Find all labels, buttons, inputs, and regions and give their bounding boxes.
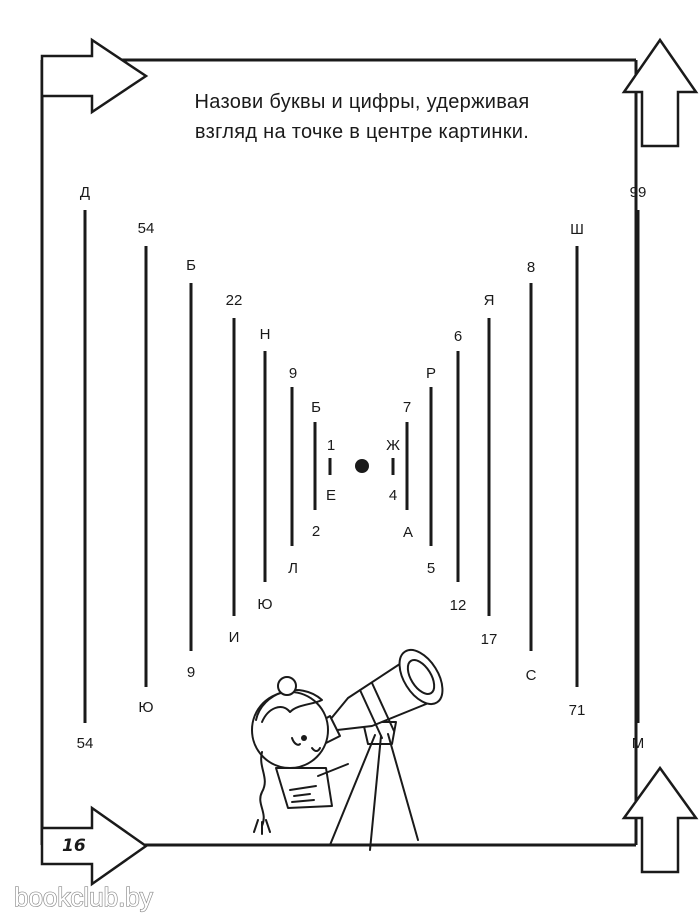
arrow-up-bottom-icon [621,765,699,874]
right-line-6-top: Р [426,365,436,382]
left-line-7-top: Б [311,399,321,416]
right-lines: Ж 4 7 А Р 5 6 12 Я 17 8 С Ш 71 99 М [386,184,646,752]
right-line-4-bottom: 17 [481,631,498,648]
right-line-3-bottom: С [526,667,537,684]
left-line-6-top: 9 [289,365,297,382]
fixation-dot [355,459,369,473]
left-line-5-top: Н [260,326,271,343]
left-lines: Д 54 54 Ю Б 9 22 И Н Ю 9 Л Б 2 1 Е [77,184,336,752]
right-line-4-top: Я [484,292,495,309]
right-line-5-top: 6 [454,328,462,345]
arrow-right-bottom-icon [40,805,149,887]
left-line-3-top: Б [186,257,196,274]
right-line-8-bottom: 4 [389,487,397,504]
right-line-5-bottom: 12 [450,597,467,614]
girl-with-telescope-illustration [251,649,444,851]
left-line-5-bottom: Ю [257,596,272,613]
arrow-up-top-icon [621,37,699,148]
page-number: 16 [62,836,86,856]
right-line-1-top: 99 [630,184,647,201]
right-line-8-top: Ж [386,437,400,454]
left-line-4-top: 22 [226,292,243,309]
left-line-1-bottom: 54 [77,735,94,752]
left-line-8-top: 1 [327,437,335,454]
right-line-7-top: 7 [403,399,411,416]
right-line-2-top: Ш [570,221,584,238]
right-line-1-bottom: М [632,735,645,752]
right-line-6-bottom: 5 [427,560,435,577]
right-line-2-bottom: 71 [569,702,586,719]
right-line-3-top: 8 [527,259,535,276]
left-line-8-bottom: Е [326,487,336,504]
left-line-2-bottom: Ю [138,699,153,716]
instruction-line-1: Назови буквы и цифры, удерживая [195,91,530,113]
arrow-right-top-icon [40,37,149,115]
left-line-1-top: Д [80,184,90,201]
left-line-7-bottom: 2 [312,523,320,540]
left-line-4-bottom: И [229,629,240,646]
instruction-line-2: взгляд на точке в центре картинки. [195,121,529,143]
left-line-6-bottom: Л [288,560,298,577]
left-line-3-bottom: 9 [187,664,195,681]
right-line-7-bottom: А [403,524,413,541]
watermark: bookclub.by [14,882,153,912]
left-line-2-top: 54 [138,220,155,237]
